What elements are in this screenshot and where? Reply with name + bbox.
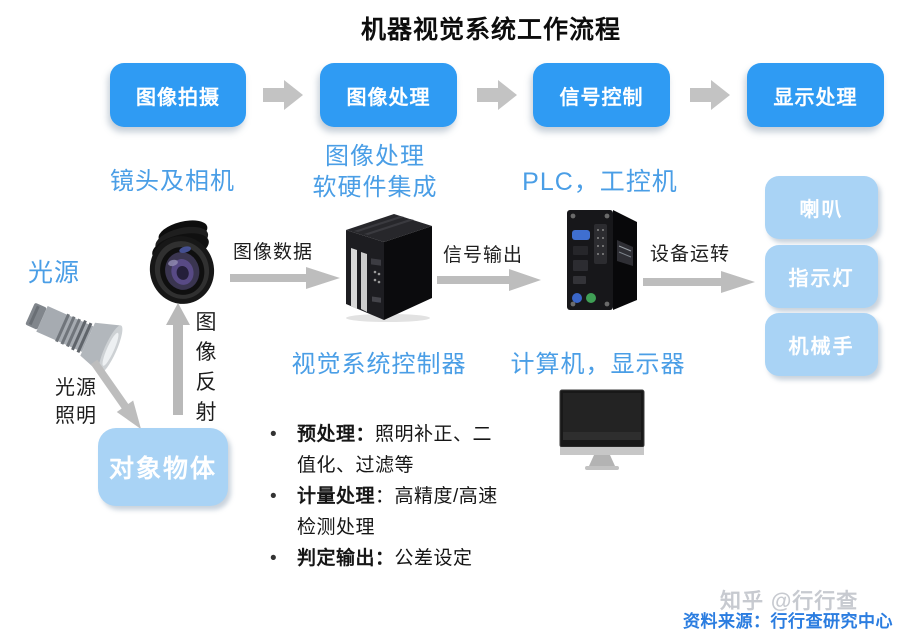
label-vision-controller: 视觉系统控制器 — [291, 351, 467, 378]
arrow-right-icon — [477, 77, 517, 113]
label-processing-line2: 软硬件集成 — [312, 174, 438, 201]
output-box-speaker: 喇叭 — [765, 176, 878, 239]
list-item: •判定输出：公差设定 — [268, 543, 505, 574]
camera-lens-image — [144, 218, 218, 306]
flow-step-display-processing: 显示处理 — [747, 63, 884, 127]
arrow-right-icon — [690, 77, 730, 113]
flow-step-image-capture: 图像拍摄 — [110, 63, 246, 127]
caption-image-reflection: 图 像 反 射 — [195, 311, 217, 424]
arrow-right-icon — [230, 267, 340, 289]
caption-device-operation: 设备运转 — [650, 244, 731, 265]
label-plc-ipc: PLC，工控机 — [522, 168, 678, 196]
label-processing-line1: 图像处理 — [325, 143, 425, 170]
arrow-right-icon — [643, 271, 755, 293]
label-processing-integration: 图像处理 软硬件集成 — [275, 141, 475, 203]
caption-light-illumination: 光源 照明 — [55, 377, 97, 427]
arrow-diagonal-icon — [86, 356, 149, 435]
processing-bullet-list: •预处理：照明补正、二值化、过滤等 •计量处理：高精度/高速检测处理 •判定输出… — [268, 419, 528, 574]
label-computer-display: 计算机，显示器 — [510, 351, 686, 378]
output-box-robot-hand: 机械手 — [765, 313, 878, 376]
plc-image — [561, 202, 641, 317]
list-item: •计量处理：高精度/高速检测处理 — [268, 481, 505, 543]
arrow-right-icon — [437, 269, 541, 291]
output-box-indicator-light: 指示灯 — [765, 245, 878, 308]
arrow-right-icon — [263, 77, 303, 113]
label-light-source: 光源 — [28, 259, 81, 287]
flow-step-image-processing: 图像处理 — [320, 63, 457, 127]
source-credit: 资料来源：行行查研究中心 — [683, 612, 893, 631]
controller-image — [340, 210, 436, 322]
bullet-icon: • — [270, 548, 278, 569]
bullet-icon: • — [270, 424, 278, 445]
caption-image-data: 图像数据 — [233, 242, 314, 263]
label-lens-camera: 镜头及相机 — [110, 168, 235, 195]
page-title: 机器视觉系统工作流程 — [360, 16, 621, 44]
list-item: •预处理：照明补正、二值化、过滤等 — [268, 419, 505, 481]
monitor-image — [556, 388, 648, 470]
zhihu-watermark: 知乎 @行行查 — [720, 590, 859, 613]
arrow-up-icon — [166, 303, 190, 415]
flashlight-image — [24, 292, 144, 376]
caption-signal-output: 信号输出 — [443, 245, 524, 266]
flow-step-signal-control: 信号控制 — [533, 63, 670, 127]
bullet-icon: • — [270, 486, 278, 507]
object-box: 对象物体 — [98, 428, 228, 506]
